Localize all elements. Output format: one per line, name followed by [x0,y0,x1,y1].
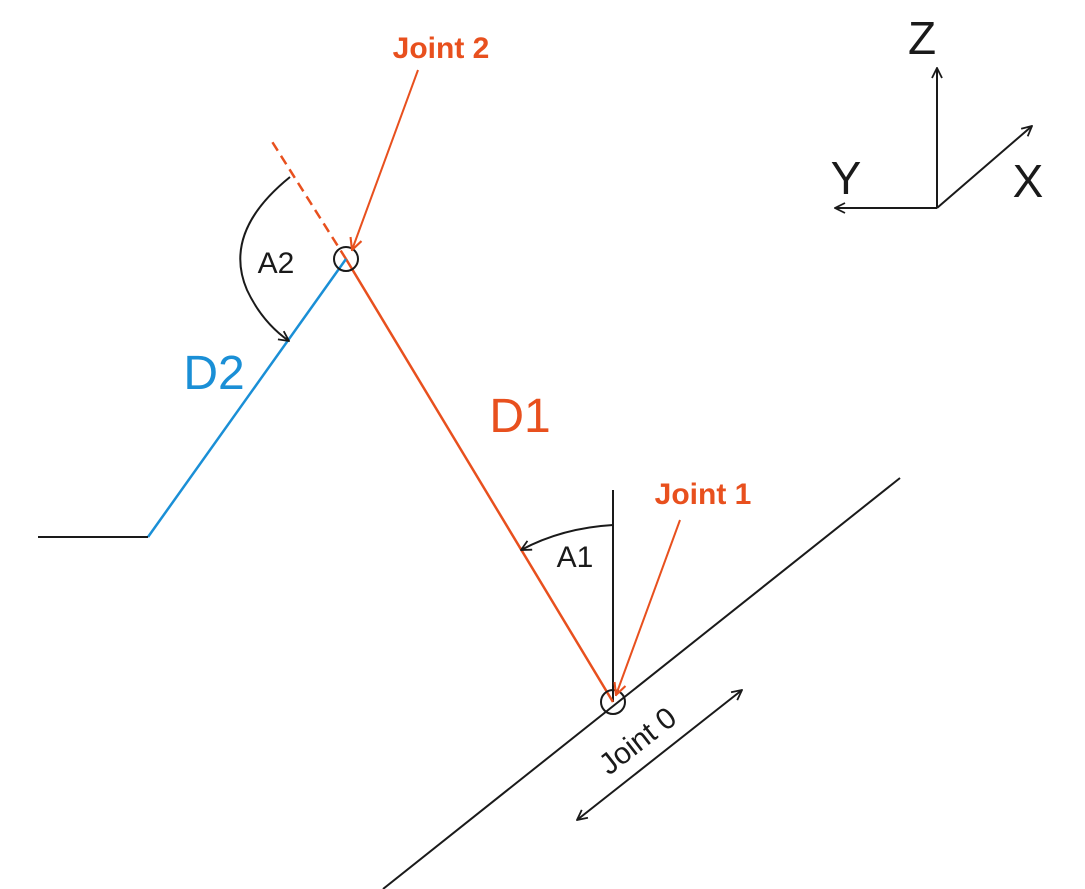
joint1-circle [600,689,626,715]
link-d2-label: D2 [183,347,244,400]
link-d1 [344,258,615,703]
angle-a2-label: A2 [258,247,295,280]
y-axis-label: Y [831,152,862,204]
angle-a1-label: A1 [557,541,594,574]
z-axis-label: Z [908,12,936,64]
x-axis-label: X [1013,155,1044,207]
base-rail-line [382,477,901,889]
joint0-travel-arrow [577,690,742,820]
joint1-label: Joint 1 [655,478,752,511]
link-d1-label: D1 [489,390,550,443]
coordinate-axes [835,68,1032,208]
joint2-circle [333,246,359,272]
joint2-pointer [352,69,419,250]
angle-a2-arc [239,176,290,341]
joint1-pointer [616,519,681,695]
link-d2 [146,258,348,538]
angle-a1-arc [521,524,614,550]
link-d1-extension [269,139,348,260]
joint2-label: Joint 2 [393,32,490,65]
x-axis [936,126,1032,209]
